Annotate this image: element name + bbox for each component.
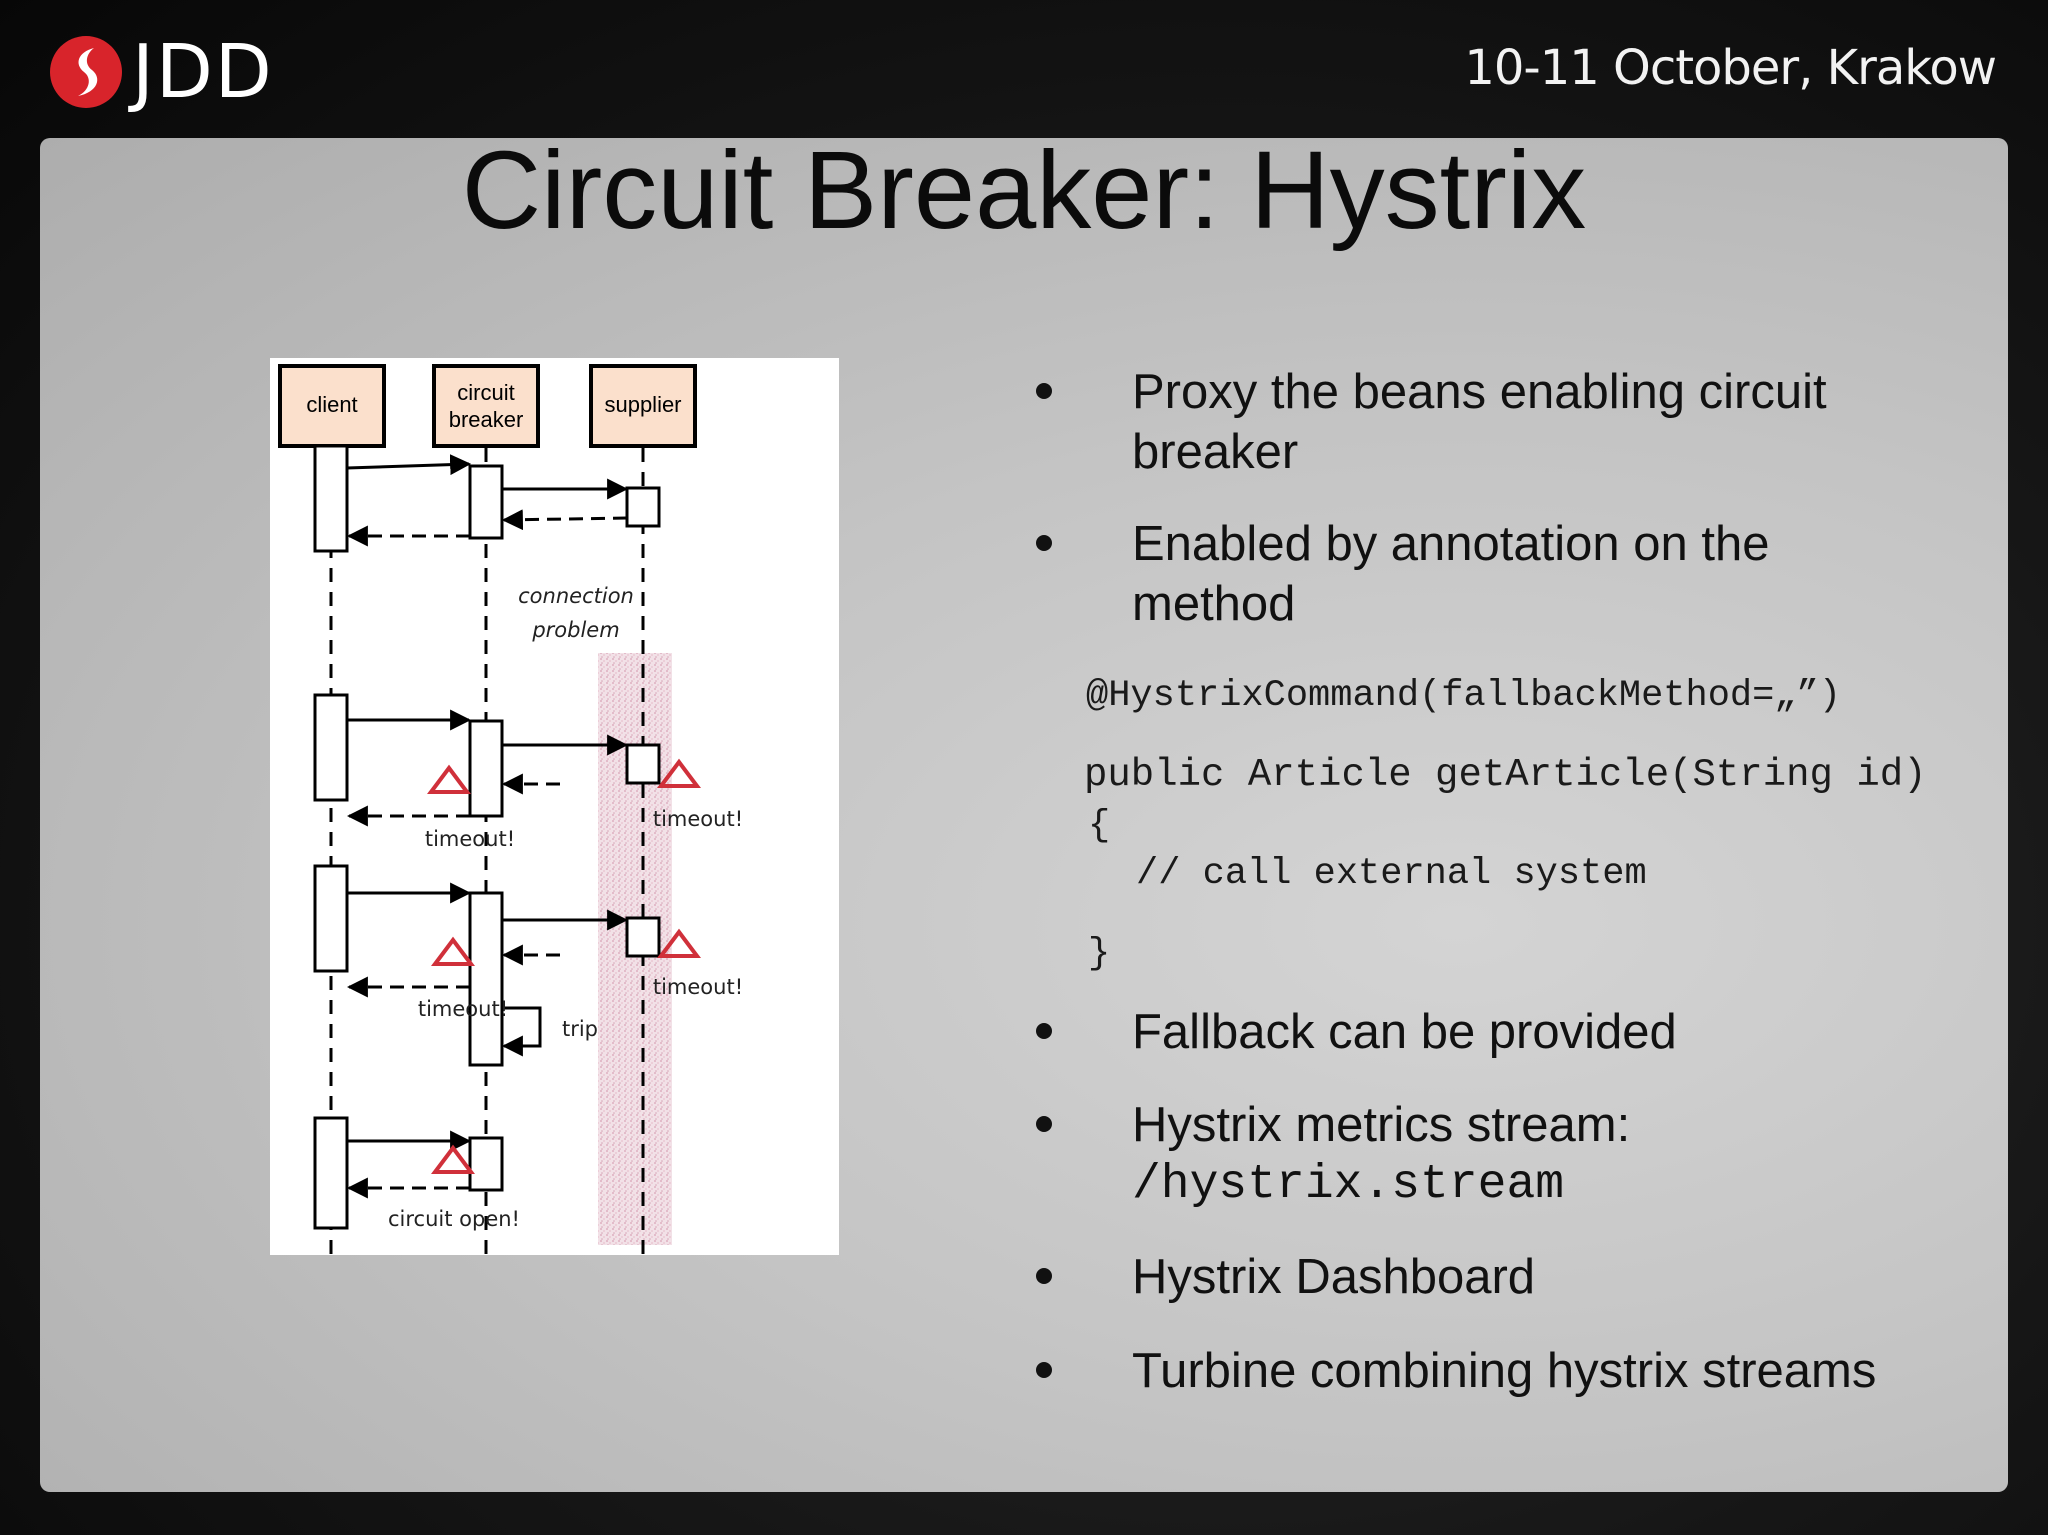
- bullet-text-line: breaker: [1132, 425, 1299, 479]
- connection-note-line1: connection: [518, 584, 634, 608]
- participant-client-label: client: [306, 392, 357, 417]
- bullet-text-line: method: [1132, 577, 1296, 631]
- timeout-label: timeout!: [653, 807, 743, 831]
- timeout-label: timeout!: [418, 997, 508, 1021]
- trip-self-arrow: [501, 1006, 542, 1057]
- jdd-logo-icon: [50, 36, 122, 108]
- timeout-label: timeout!: [653, 975, 743, 999]
- activation-breaker-1: [468, 464, 504, 540]
- circuit-open-label: circuit open!: [388, 1207, 520, 1231]
- bullet-dot: [1036, 1362, 1052, 1378]
- participant-supplier-label: supplier: [604, 392, 681, 417]
- bullet-dot: [1036, 1116, 1052, 1132]
- activation-breaker-4: [468, 1136, 504, 1192]
- code-open-brace: {: [1088, 805, 1111, 847]
- activation-client-4: [313, 1116, 349, 1230]
- activation-breaker-2: [468, 719, 504, 818]
- connection-note-line2: problem: [531, 618, 619, 642]
- warning-triangle-icon: [431, 936, 475, 966]
- code-signature: public Article getArticle(String id): [1084, 753, 1927, 797]
- bullet-dot: [1036, 383, 1052, 399]
- warning-triangle-icon: [657, 758, 701, 788]
- call-arrow: [346, 454, 472, 476]
- activation-client-1: [313, 444, 349, 553]
- participant-breaker-label-line1: circuit: [457, 380, 514, 405]
- bullet-dashboard: Hystrix Dashboard: [1132, 1250, 1536, 1304]
- trip-label: trip: [562, 1017, 598, 1041]
- warning-triangle-icon: [431, 1144, 475, 1174]
- activation-supplier-2: [625, 743, 661, 785]
- code-annotation: @HystrixCommand(fallbackMethod=„”): [1086, 675, 1841, 717]
- event-date: 10-11 October, Krakow: [1464, 40, 1997, 96]
- bullet-metrics-stream: Hystrix metrics stream: /hystrix.stream: [1132, 1095, 1630, 1215]
- activation-client-3: [313, 864, 349, 973]
- participant-circuit-breaker: circuit breaker: [432, 364, 540, 448]
- bullet-dot: [1036, 1023, 1052, 1039]
- jdd-logo: JDD: [48, 30, 274, 114]
- sequence-diagram-svg: client circuit breaker supplier connecti…: [278, 364, 743, 1255]
- return-arrow: [501, 509, 628, 531]
- activation-breaker-3: [468, 891, 504, 1067]
- bullet-dot: [1036, 1268, 1052, 1284]
- bullet-annotation: Enabled by annotation on the method: [1132, 514, 1770, 634]
- bullet-text-line: Enabled by annotation on the: [1132, 517, 1770, 571]
- activation-supplier-1: [625, 486, 661, 528]
- code-close-brace: }: [1088, 933, 1111, 975]
- warning-triangle-icon: [657, 928, 701, 958]
- participant-client: client: [278, 364, 386, 448]
- logo-text: JDD: [132, 29, 274, 115]
- sequence-diagram: client circuit breaker supplier connecti…: [270, 358, 839, 1255]
- activation-supplier-3: [625, 916, 661, 958]
- bullet-turbine: Turbine combining hystrix streams: [1132, 1344, 1877, 1398]
- bullet-proxy-beans: Proxy the beans enabling circuit breaker: [1132, 362, 1827, 482]
- code-comment: // call external system: [1136, 853, 1647, 895]
- activation-client-2: [313, 693, 349, 802]
- participant-breaker-label-line2: breaker: [449, 407, 524, 432]
- bullet-code-path: /hystrix.stream: [1132, 1158, 1565, 1212]
- bullet-text-line: Proxy the beans enabling circuit: [1132, 365, 1827, 419]
- timeout-label: timeout!: [425, 827, 515, 851]
- slide-title: Circuit Breaker: Hystrix: [461, 129, 1587, 252]
- warning-triangle-icon: [427, 764, 471, 794]
- bullet-fallback: Fallback can be provided: [1132, 1005, 1677, 1059]
- bullet-dot: [1036, 535, 1052, 551]
- bullet-text-line: Hystrix metrics stream:: [1132, 1098, 1631, 1152]
- participant-supplier: supplier: [589, 364, 697, 448]
